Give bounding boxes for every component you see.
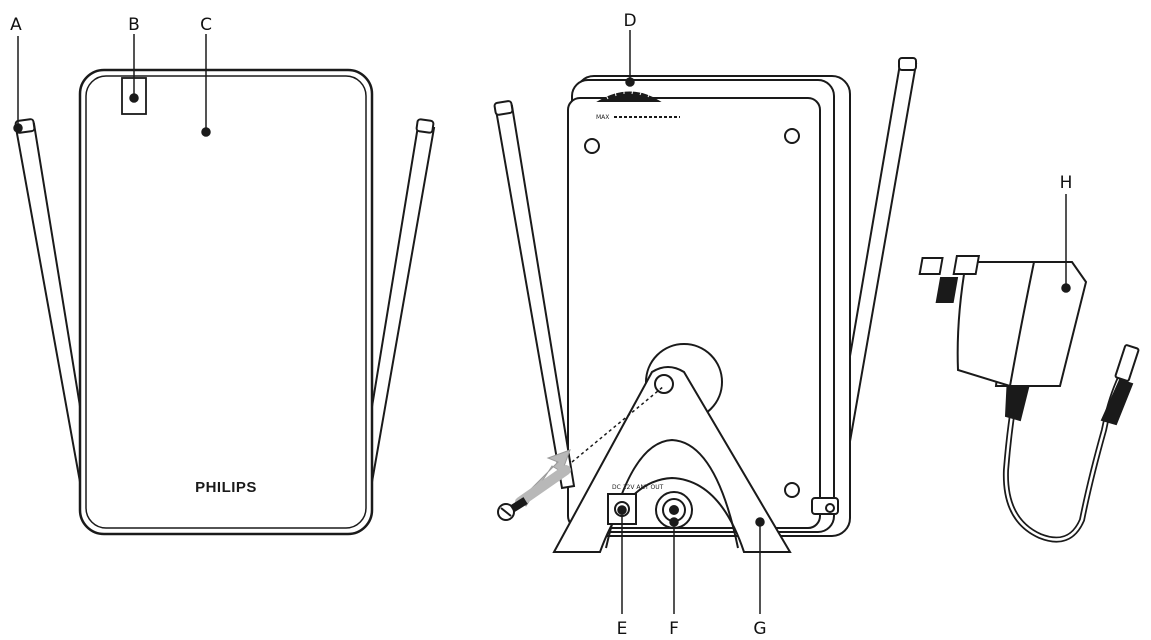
jack-port-label: DC 12V ANT OUT	[612, 484, 664, 491]
dc-plug-boot	[1100, 378, 1134, 426]
gain-dial-label: MAX	[596, 114, 609, 121]
callout-dot-a	[13, 123, 23, 133]
callout-dot-f	[669, 517, 679, 527]
gain-dial	[596, 88, 662, 102]
front-body-inner	[85, 75, 367, 529]
label-g: G	[753, 619, 766, 639]
back-antenna-hinge-pin	[825, 503, 835, 513]
callout-dot-b	[129, 93, 139, 103]
adapter-prong-slot	[935, 277, 959, 303]
stand-screw-hole	[654, 374, 674, 394]
front-view	[14, 68, 436, 536]
back-screw-hole-bottom-right	[784, 482, 800, 498]
label-d: D	[623, 11, 636, 31]
dc-plug-barrel	[1114, 344, 1140, 382]
adapter-body-front	[956, 261, 1036, 388]
callout-dot-d	[625, 77, 635, 87]
label-b: B	[128, 15, 140, 35]
back-right-antenna-tip	[898, 57, 917, 71]
back-screw-hole-top-right	[784, 128, 800, 144]
callout-dot-h	[1061, 283, 1071, 293]
adapter-prong-left	[918, 257, 944, 275]
label-c: C	[200, 15, 212, 35]
callout-dot-g	[755, 517, 765, 527]
front-right-antenna-tip	[415, 118, 435, 134]
callouts	[13, 30, 1071, 614]
back-screw-hole-top-left	[584, 138, 600, 154]
callout-dot-e	[617, 505, 627, 515]
front-brand-logo: PHILIPS	[195, 479, 257, 496]
label-e: E	[617, 619, 628, 639]
label-f: F	[669, 619, 679, 639]
label-a: A	[10, 15, 22, 35]
power-adapter	[918, 255, 1140, 543]
back-view	[493, 57, 918, 553]
mount-guide-line	[571, 385, 665, 463]
back-left-antenna-tip	[493, 100, 514, 116]
antenna-output-connector-pin	[669, 505, 679, 515]
callout-dot-c	[201, 127, 211, 137]
wall-screw	[497, 385, 665, 521]
back-left-antenna	[494, 104, 576, 490]
label-h: H	[1060, 173, 1073, 193]
adapter-prong-right	[952, 255, 981, 275]
